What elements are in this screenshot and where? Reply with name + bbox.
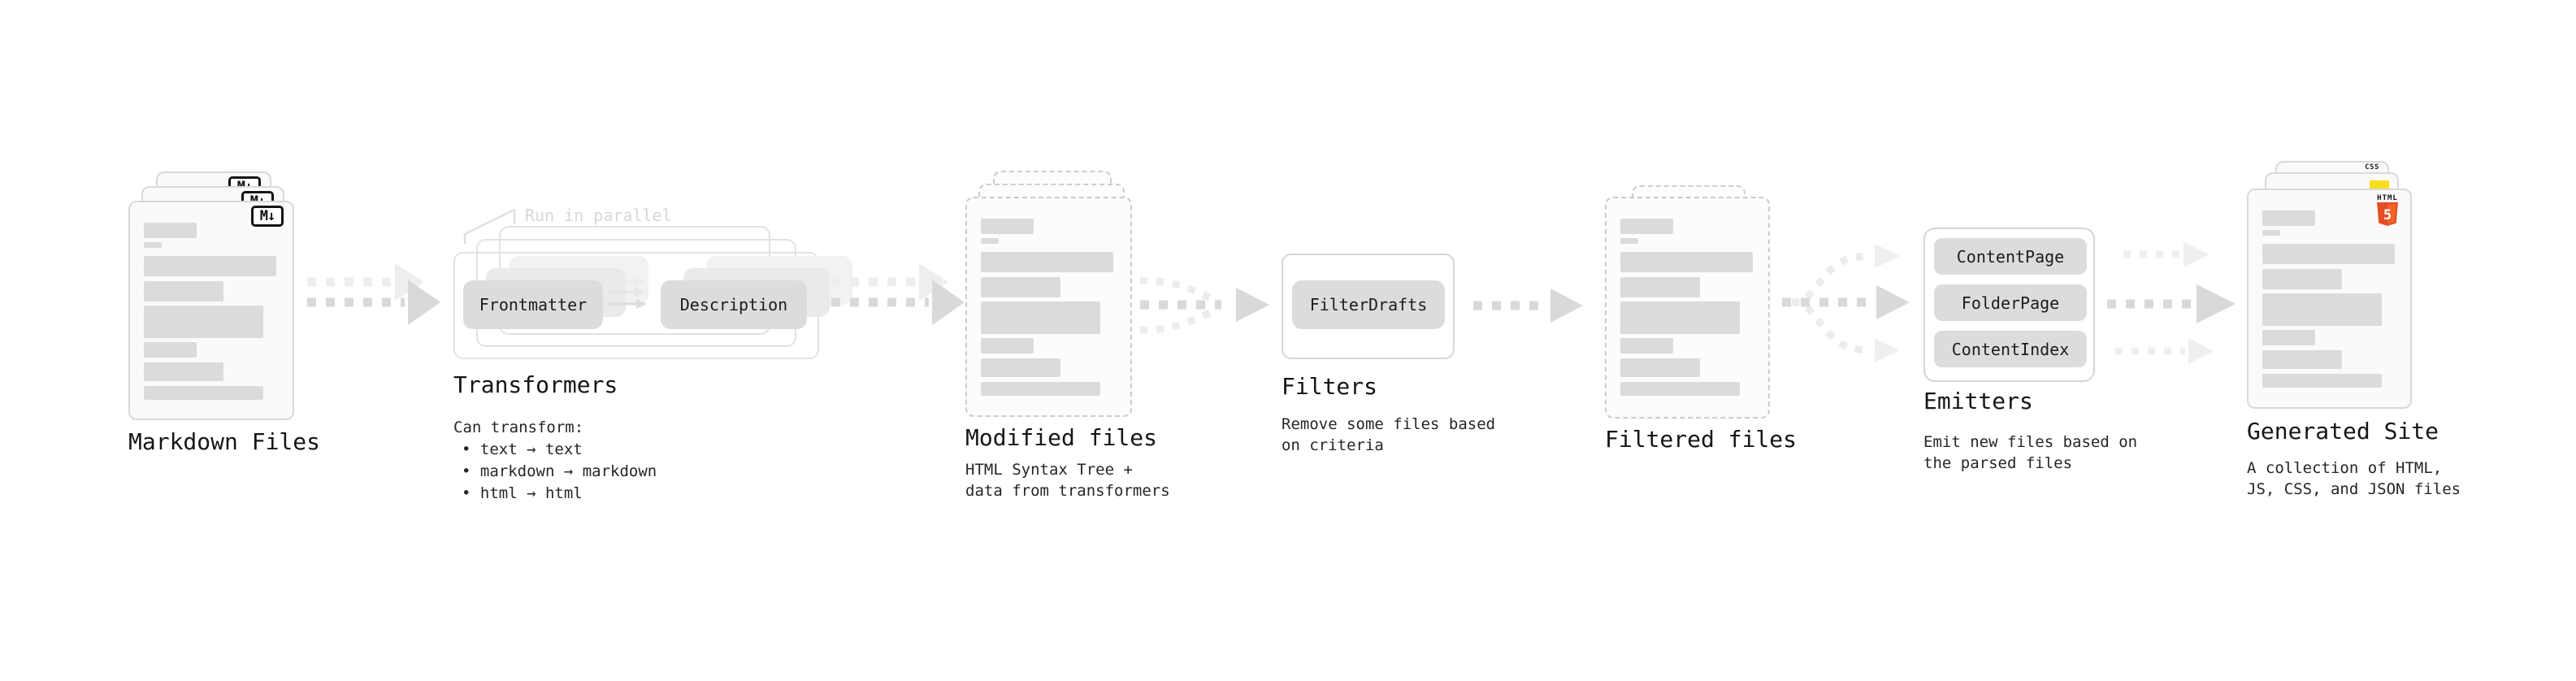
- doc-line-bar: [981, 301, 1100, 334]
- doc-skeleton: [2262, 190, 2410, 407]
- section-subtitle: Emit new files based on the parsed files: [1923, 432, 2137, 474]
- css-icon-label: CSS: [2365, 163, 2379, 171]
- doc-line-bar: [2262, 269, 2342, 289]
- doc-line-bar: [981, 238, 999, 244]
- doc-line-bar: [2262, 293, 2382, 326]
- doc-line-bar: [144, 223, 197, 238]
- emitter-pill-contentpage: ContentPage: [1934, 238, 2087, 275]
- doc-line-bar: [981, 219, 1034, 234]
- doc-line-bar: [144, 281, 223, 301]
- doc-line-bar: [1620, 252, 1753, 272]
- markdown-icon: M↓: [251, 206, 284, 227]
- flow-arrow-transformers-to-modified: [831, 263, 965, 325]
- emitter-pill-contentindex: ContentIndex: [1934, 331, 2087, 367]
- flow-arrow-filters-to-filtered: [1473, 288, 1583, 323]
- doc-line-bar: [2262, 330, 2315, 345]
- html5-shield: 5: [2377, 202, 2398, 226]
- subtitle-line: the parsed files: [1923, 454, 2073, 472]
- doc-line-bar: [1620, 277, 1700, 297]
- section-subtitle: A collection of HTML, JS, CSS, and JSON …: [2247, 458, 2461, 500]
- doc-line-bar: [144, 342, 197, 358]
- doc-line-bar: [144, 242, 162, 248]
- subtitle-line: A collection of HTML,: [2247, 459, 2443, 477]
- split-arrow-filtered-to-emitters: [1782, 244, 1910, 362]
- merge-arrow-modified-to-filters: [1139, 276, 1269, 334]
- doc-line-bar: [2262, 230, 2280, 236]
- doc-line-bar: [2262, 210, 2315, 226]
- flow-arrow-markdown-to-transformers: [307, 263, 440, 325]
- section-title-filtered-files: Filtered files: [1605, 426, 1798, 453]
- transformer-pill-frontmatter: Frontmatter: [463, 280, 603, 329]
- section-title-generated-site: Generated Site: [2247, 418, 2439, 445]
- file-card-front: HTML 5: [2247, 189, 2412, 409]
- doc-line-bar: [1620, 358, 1700, 377]
- svg-text:5: 5: [2383, 207, 2392, 223]
- subtitle-line: Remove some files based: [1281, 415, 1496, 433]
- subtitle-line: JS, CSS, and JSON files: [2247, 480, 2461, 498]
- doc-line-bar: [144, 362, 223, 381]
- section-title-emitters: Emitters: [1923, 388, 2033, 414]
- html5-icon-label: HTML: [2377, 194, 2398, 202]
- subtitle-line: on criteria: [1281, 436, 1384, 454]
- doc-line-bar: [1620, 219, 1673, 234]
- doc-skeleton: [1620, 198, 1768, 417]
- doc-line-bar: [144, 306, 263, 338]
- bullet-item: • markdown → markdown: [462, 462, 657, 480]
- subtitle-line: HTML Syntax Tree +: [965, 461, 1133, 479]
- pill-arrows-icon: [607, 276, 647, 309]
- doc-skeleton: [144, 202, 293, 419]
- doc-line-bar: [2262, 350, 2342, 369]
- doc-line-bar: [981, 338, 1034, 354]
- transformer-pill-description: Description: [661, 280, 807, 329]
- section-subtitle: Remove some files based on criteria: [1281, 414, 1495, 456]
- parallel-arrows-emitters-to-site: [2107, 241, 2236, 364]
- file-card-front: [1605, 197, 1770, 419]
- section-title-markdown-files: Markdown Files: [128, 428, 321, 455]
- doc-skeleton: [981, 198, 1130, 415]
- doc-line-bar: [1620, 238, 1638, 244]
- doc-line-bar: [981, 277, 1060, 297]
- js-icon: [2370, 180, 2389, 190]
- emitter-pill-folderpage: FolderPage: [1934, 284, 2087, 321]
- html5-icon: HTML 5: [2373, 194, 2402, 226]
- bullet-item: • html → html: [462, 484, 583, 502]
- file-card-front: [965, 197, 1132, 417]
- doc-line-bar: [1620, 301, 1740, 334]
- doc-line-bar: [981, 382, 1100, 396]
- subtitle-line: data from transformers: [965, 482, 1170, 500]
- subtitle-line: Emit new files based on: [1923, 433, 2138, 451]
- run-in-parallel-callout: Run in parallel: [525, 206, 672, 225]
- doc-line-bar: [981, 358, 1060, 377]
- section-title-filters: Filters: [1281, 373, 1378, 400]
- doc-line-bar: [1620, 382, 1740, 396]
- bullet-item: • text → text: [462, 440, 583, 458]
- file-card-front: M↓: [128, 201, 294, 420]
- callout-leader-line: [463, 207, 516, 244]
- transformers-desc-heading: Can transform:: [453, 419, 584, 436]
- section-subtitle: HTML Syntax Tree + data from transformer…: [965, 459, 1170, 501]
- doc-line-bar: [2262, 374, 2382, 388]
- doc-line-bar: [2262, 244, 2395, 264]
- filter-pill-filterdrafts: FilterDrafts: [1292, 280, 1445, 329]
- doc-line-bar: [144, 386, 263, 400]
- doc-line-bar: [981, 252, 1113, 272]
- section-title-modified-files: Modified files: [965, 424, 1158, 451]
- transformers-bullets: • text → text • markdown → markdown • ht…: [453, 439, 657, 505]
- section-title-transformers: Transformers: [453, 371, 618, 398]
- doc-line-bar: [1620, 338, 1673, 354]
- doc-line-bar: [144, 256, 276, 276]
